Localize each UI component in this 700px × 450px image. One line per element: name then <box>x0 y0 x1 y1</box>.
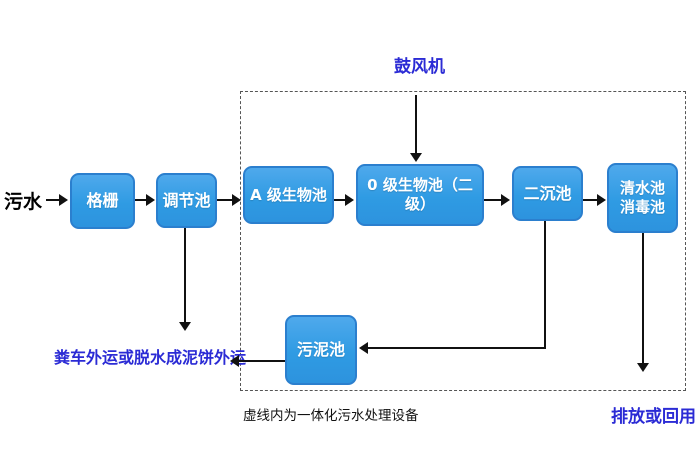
arrow-regulating-down-line <box>184 228 186 322</box>
arrow-sed-to-clear-line <box>583 199 597 201</box>
arrow-abio-to-obio-head <box>345 194 354 206</box>
node-sludge-tank: 污泥池 <box>285 315 357 385</box>
arrow-clear-to-effluent-head <box>637 363 649 372</box>
arrow-sed-to-clear-head <box>597 194 606 206</box>
arrow-influent-to-grille-line <box>46 199 60 201</box>
arrow-grille-to-regulating-line <box>135 199 146 201</box>
node-clear-water-disinfection-tank: 清水池 消毒池 <box>607 163 678 233</box>
arrow-sed-to-sludge-vertical <box>544 221 546 348</box>
node-a-bio-tank: A 级生物池 <box>243 166 334 224</box>
arrow-sludge-to-disposal-line <box>239 360 285 362</box>
arrow-abio-to-obio-line <box>334 199 346 201</box>
arrow-clear-to-effluent-line <box>642 233 644 363</box>
arrow-blower-to-obio-head <box>410 153 422 162</box>
node-grille: 格栅 <box>70 173 135 229</box>
node-clear-water-tank-label: 清水池 <box>619 179 665 198</box>
arrow-obio-to-sed-line <box>484 199 501 201</box>
node-grille-label: 格栅 <box>86 191 119 210</box>
sludge-disposal-label: 粪车外运或脱水成泥饼外运 <box>54 348 247 367</box>
node-sludge-tank-label: 污泥池 <box>296 340 345 359</box>
node-o-bio-tank: 0 级生物池（二级） <box>356 164 484 226</box>
blower-label: 鼓风机 <box>394 57 445 77</box>
node-secondary-sedimentation-tank: 二沉池 <box>512 166 583 221</box>
node-regulating-tank: 调节池 <box>156 173 217 228</box>
arrow-grille-to-regulating-head <box>146 194 155 206</box>
arrow-regulating-to-abio-head <box>232 194 241 206</box>
effluent-label: 排放或回用 <box>611 407 696 427</box>
dashed-region-caption: 虚线内为一体化污水处理设备 <box>243 408 419 424</box>
node-regulating-tank-label: 调节池 <box>162 190 211 210</box>
arrow-regulating-down-head <box>179 322 191 331</box>
node-a-bio-tank-label: A 级生物池 <box>250 185 327 204</box>
arrow-sludge-to-disposal-head <box>230 355 239 367</box>
arrow-blower-to-obio-line <box>415 95 417 153</box>
arrow-obio-to-sed-head <box>501 194 510 206</box>
arrow-regulating-to-abio-line <box>217 199 232 201</box>
node-secondary-sedimentation-tank-label: 二沉池 <box>523 183 572 203</box>
influent-label: 污水 <box>4 191 43 213</box>
arrow-sed-to-sludge-horizontal <box>368 347 546 349</box>
node-o-bio-tank-label: 0 级生物池（二级） <box>367 176 473 213</box>
integrated-equipment-dashed-boundary <box>240 91 686 391</box>
node-disinfection-tank-label: 消毒池 <box>619 198 665 216</box>
arrow-influent-to-grille-head <box>59 194 68 206</box>
arrow-sed-to-sludge-head <box>359 342 368 354</box>
